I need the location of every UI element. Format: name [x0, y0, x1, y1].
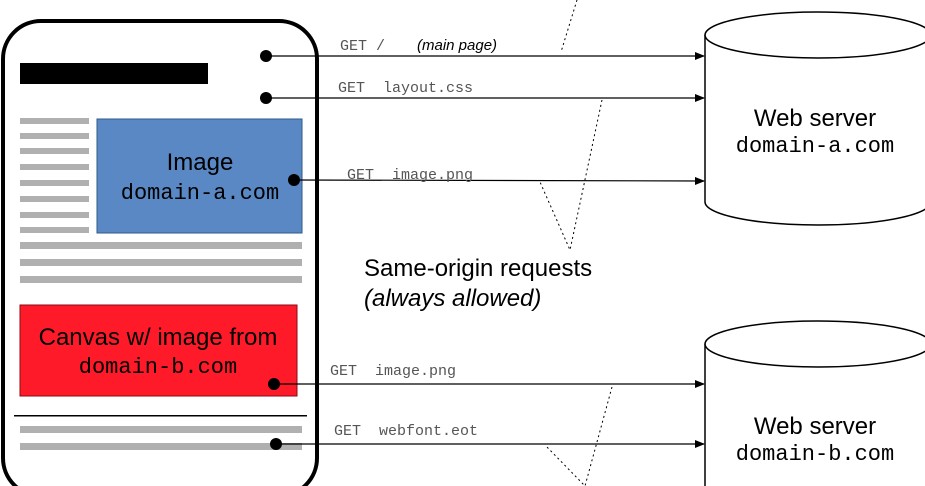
request-arrow: [293, 176, 705, 185]
text-lines-bottom: [20, 426, 302, 450]
same-origin-title: Same-origin requests: [364, 255, 592, 282]
image-box-label: Image: [167, 149, 234, 176]
text-lines-left: [20, 118, 89, 233]
request-dots: [260, 50, 300, 450]
request-labels: GET / (main page) GET layout.css GET ima…: [330, 37, 497, 440]
canvas-box: Canvas w/ image from domain-b.com: [19, 304, 298, 397]
dashed-separators: [539, 0, 613, 486]
server-b: Web server domain-b.com: [704, 320, 925, 486]
request-arrows: [266, 52, 705, 448]
same-origin-subtitle: (always allowed): [364, 285, 541, 312]
request-label: GET image.png: [330, 363, 456, 380]
request-label: GET image.png: [347, 167, 473, 184]
same-origin-caption: Same-origin requests (always allowed): [364, 255, 592, 312]
server-a-top: [704, 11, 925, 59]
server-a-domain: domain-a.com: [736, 134, 894, 159]
canvas-box-domain: domain-b.com: [79, 355, 237, 380]
request-label: GET layout.css: [338, 80, 473, 97]
image-box: Image domain-a.com: [96, 118, 303, 234]
request-label: GET /: [340, 38, 385, 55]
server-a: Web server domain-a.com: [704, 11, 925, 226]
canvas-box-label: Canvas w/ image from: [39, 324, 278, 351]
image-box-rect: [96, 118, 303, 234]
server-b-label: Web server: [754, 413, 876, 440]
browser-window: Image domain-a.com Canvas w/ image from …: [1, 19, 319, 486]
server-b-cylinder: [704, 344, 925, 486]
server-b-domain: domain-b.com: [736, 442, 894, 467]
server-a-cylinder: [704, 35, 925, 226]
divider-line: [14, 415, 307, 417]
page-title-bar: [20, 63, 208, 84]
canvas-box-rect: [19, 304, 298, 397]
image-box-domain: domain-a.com: [121, 181, 279, 206]
request-label: GET webfont.eot: [334, 423, 478, 440]
server-a-label: Web server: [754, 105, 876, 132]
request-note: (main page): [417, 37, 497, 54]
text-lines-full: [20, 242, 302, 283]
server-b-top: [704, 320, 925, 368]
